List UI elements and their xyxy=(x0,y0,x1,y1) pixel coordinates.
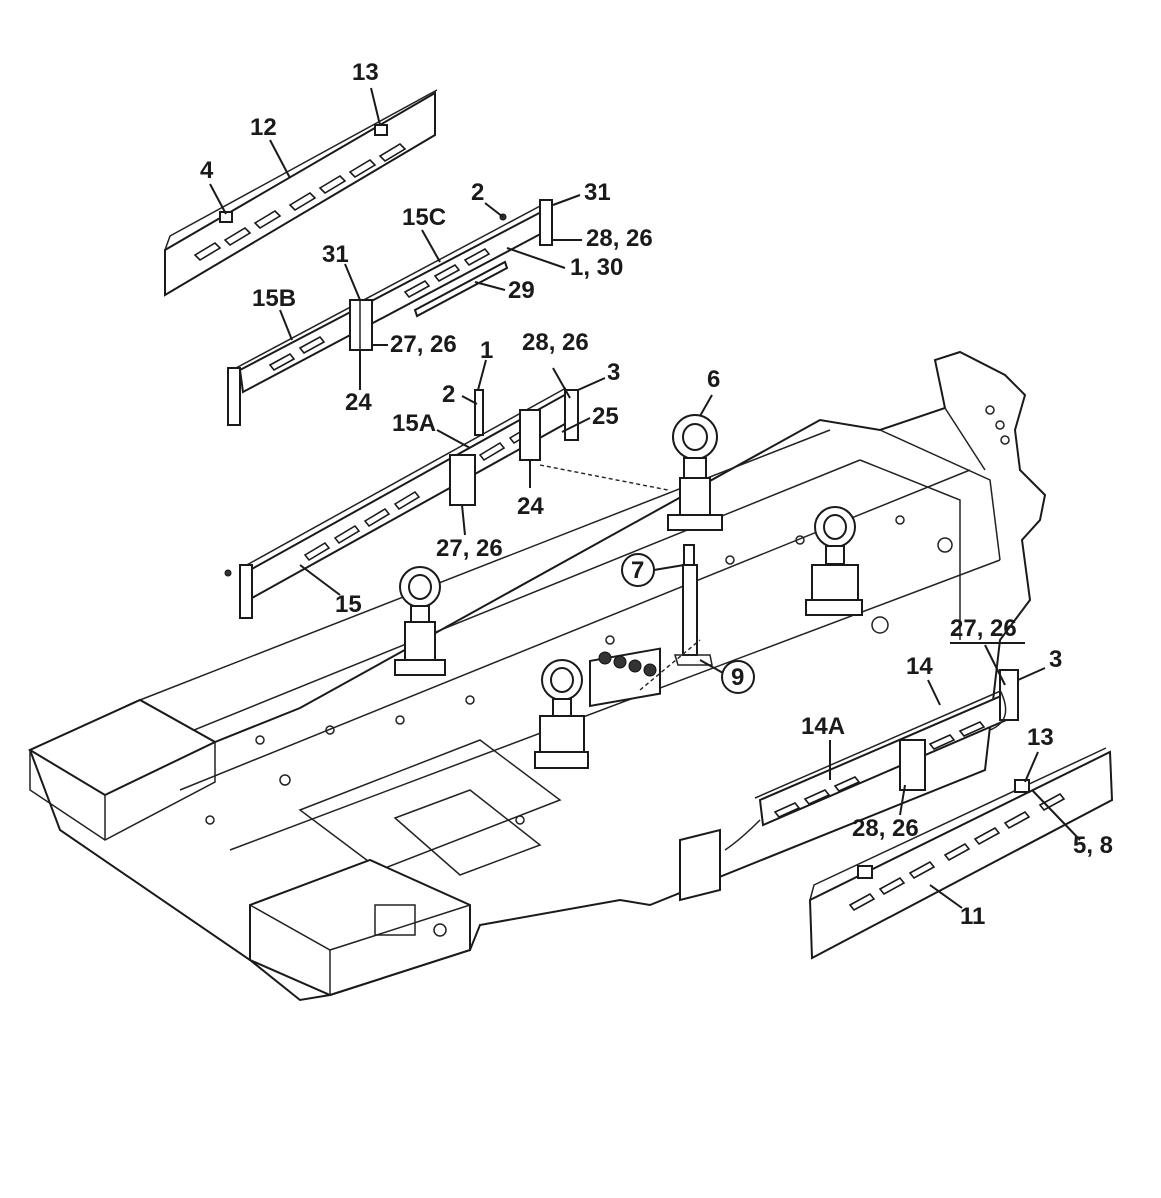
gas-strut xyxy=(673,544,713,666)
dashed-link-frame xyxy=(639,639,701,691)
dashed-link-upper xyxy=(539,464,669,491)
label-15B: 15B xyxy=(252,285,296,312)
step-12 xyxy=(164,89,438,297)
label-27-26-mid: 27, 26 xyxy=(436,535,503,562)
label-28-26-top: 28, 26 xyxy=(586,225,653,252)
label-27-26-top: 27, 26 xyxy=(390,331,457,358)
label-15A: 15A xyxy=(392,410,436,437)
label-3-top: 3 xyxy=(607,359,620,386)
label-15: 15 xyxy=(335,591,362,618)
label-29: 29 xyxy=(508,277,535,304)
frame-holes xyxy=(205,405,1010,937)
label-31-top: 31 xyxy=(584,179,611,206)
hose-14 xyxy=(989,689,1007,731)
cylinder-rear-left xyxy=(394,566,446,676)
label-1-30: 1, 30 xyxy=(570,254,623,281)
label-4: 4 xyxy=(200,157,214,184)
callout-labels: 13 12 4 2 31 28, 26 15C 1, 30 31 29 15B … xyxy=(200,59,1113,930)
valve-block xyxy=(589,647,661,708)
label-2-mid: 2 xyxy=(442,381,455,408)
label-31-mid: 31 xyxy=(322,241,349,268)
step-15B-15C xyxy=(227,199,553,426)
label-2-top: 2 xyxy=(471,179,484,206)
callout-circle-9 xyxy=(721,660,755,694)
label-28-26-bottom: 28, 26 xyxy=(852,815,919,842)
label-1: 1 xyxy=(480,337,493,364)
label-11: 11 xyxy=(960,903,985,930)
label-12: 12 xyxy=(250,114,277,141)
label-7: 7 xyxy=(631,557,644,584)
label-5-8: 5, 8 xyxy=(1073,832,1113,859)
step-14-14A xyxy=(754,669,1020,827)
label-14A: 14A xyxy=(801,713,845,740)
label-24-mid: 24 xyxy=(517,493,544,520)
label-28-26-mid: 28, 26 xyxy=(522,329,589,356)
callout-circle-7 xyxy=(621,553,655,587)
label-9: 9 xyxy=(731,664,744,691)
label-25: 25 xyxy=(592,403,619,430)
step-12-slots xyxy=(193,142,407,262)
step-11 xyxy=(808,747,1114,960)
label-3-right: 3 xyxy=(1049,646,1062,673)
cylinder-front-left xyxy=(534,659,589,769)
label-13-top: 13 xyxy=(352,59,379,86)
label-13-right: 13 xyxy=(1027,724,1054,751)
step-15-15A xyxy=(224,387,579,619)
hose-14A xyxy=(724,819,761,851)
label-6: 6 xyxy=(707,366,720,393)
cylinder-front-right xyxy=(805,506,863,616)
leader-lines xyxy=(209,87,1081,909)
label-24-top: 24 xyxy=(345,389,372,416)
label-27-26-right: 27, 26 xyxy=(950,615,1017,642)
cylinder-rear-right xyxy=(667,414,723,531)
label-14: 14 xyxy=(906,653,933,680)
label-15C: 15C xyxy=(402,204,446,231)
